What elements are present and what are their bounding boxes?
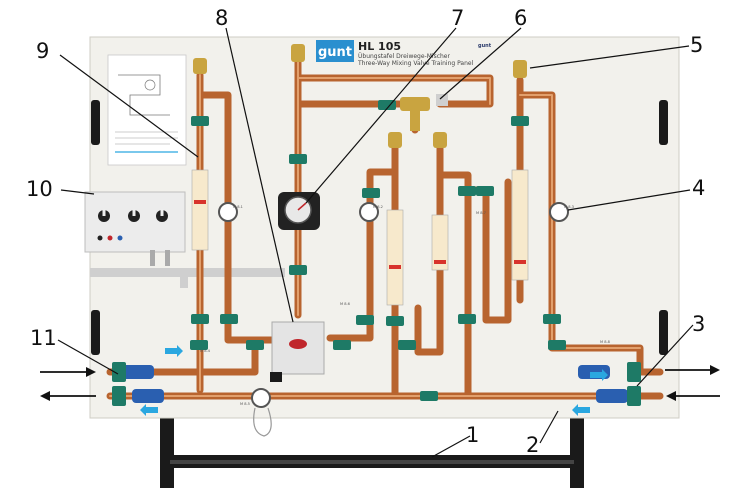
pipe-clips xyxy=(112,100,641,406)
callout-3: 3 xyxy=(692,312,705,336)
panel-board xyxy=(89,36,680,419)
tag-label: M 8.6 xyxy=(340,302,351,306)
callout-9: 9 xyxy=(36,39,49,63)
tag-label: M 8.4 xyxy=(200,349,211,353)
tag-label: M 8.3 xyxy=(564,205,574,209)
three-way-mixing-valve xyxy=(400,94,448,131)
thermometers xyxy=(218,202,569,437)
callout-2: 2 xyxy=(526,433,539,457)
callout-5: 5 xyxy=(690,33,703,57)
tag-label: M 8.7 xyxy=(476,211,486,215)
controller-box xyxy=(270,321,325,382)
control-box xyxy=(84,191,285,288)
tag-label: M 8.8 xyxy=(600,340,611,344)
flow-meters xyxy=(191,169,529,306)
panel-stand xyxy=(160,418,584,488)
callout-11: 11 xyxy=(30,326,57,350)
small-tag-labels: M 8.1 M 8.2 M 8.3 M 8.4 M 8.5 M 8.6 M 8.… xyxy=(200,205,611,406)
panel-subtitle-de: Übungstafel Dreiwege-Mischer xyxy=(358,53,450,60)
valve-actuator xyxy=(278,192,320,230)
tag-label: M 8.2 xyxy=(373,205,383,209)
schematic-sheet xyxy=(107,54,187,166)
callout-1: 1 xyxy=(466,423,479,447)
callout-10: 10 xyxy=(26,177,53,201)
tag-label: M 8.5 xyxy=(240,402,250,406)
panel-handles xyxy=(91,100,668,355)
panel-subtitle-en: Three-Way Mixing Valve Training Panel xyxy=(357,60,474,67)
corner-logo: gunt xyxy=(478,43,492,49)
callout-8: 8 xyxy=(215,6,228,30)
callout-4: 4 xyxy=(692,176,705,200)
callout-numbers: 1 2 3 4 5 6 7 8 9 10 11 xyxy=(26,6,705,457)
flow-direction-markers xyxy=(140,345,608,416)
brand-logo: gunt xyxy=(318,45,352,60)
panel-model: HL 105 xyxy=(358,40,401,53)
external-flow-arrows xyxy=(40,365,720,401)
callout-6: 6 xyxy=(514,6,527,30)
callout-7: 7 xyxy=(451,6,464,30)
air-vents xyxy=(193,44,527,148)
title-plate: gunt HL 105 Übungstafel Dreiwege-Mischer… xyxy=(316,40,492,67)
callout-leaders xyxy=(57,27,694,458)
tag-label: M 8.1 xyxy=(233,205,243,209)
